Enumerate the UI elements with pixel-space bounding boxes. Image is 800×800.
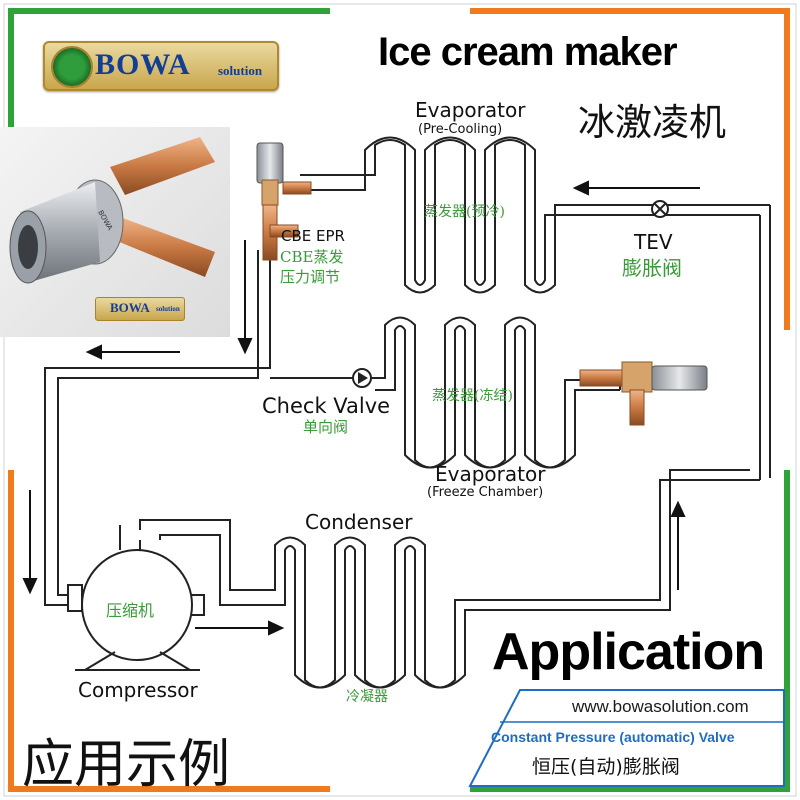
condenser-label: Condenser: [305, 510, 413, 534]
precool-evaporator-coil: [300, 136, 770, 294]
valve-photo-illustration: BOWA: [9, 137, 215, 284]
condenser-coil: [139, 469, 760, 689]
cbe-epr-cn-line2: 压力调节: [280, 268, 341, 286]
logo-word: BOWA: [95, 48, 191, 81]
product-name-en: Constant Pressure (automatic) Valve: [491, 729, 735, 745]
tev-symbol: [651, 200, 669, 218]
decorative-frame: [3, 3, 797, 797]
condenser-cn: 冷凝器: [346, 689, 388, 705]
freeze-evaporator-label: Evaporator: [435, 462, 546, 486]
check-valve-symbol: [352, 368, 372, 388]
cbe-epr-label: CBE EPR: [281, 227, 345, 245]
bowa-logo: BOWA solution: [43, 41, 279, 91]
tev-label: TEV: [634, 230, 673, 254]
photo-badge: BOWA solution: [95, 297, 185, 321]
check-valve-cn: 单向阀: [303, 418, 349, 436]
compressor-drawing: [67, 525, 205, 671]
page-title: Ice cream maker: [378, 30, 678, 74]
freeze-valve-illustration: [579, 361, 708, 426]
logo-badge-icon: [51, 46, 93, 88]
check-valve-label: Check Valve: [262, 394, 391, 418]
freeze-evaporator-sub: (Freeze Chamber): [427, 485, 544, 500]
compressor-cn: 压缩机: [106, 601, 155, 620]
precool-evaporator-cn: 蒸发器(预冷): [424, 204, 505, 220]
product-name-cn: 恒压(自动)膨胀阀: [532, 756, 680, 778]
tev-cn: 膨胀阀: [622, 256, 682, 280]
cbe-epr-valve-illustration: [256, 142, 312, 261]
website-url[interactable]: www.bowasolution.com: [572, 697, 749, 716]
cbe-epr-cn-line1: CBE蒸发: [280, 248, 344, 266]
product-photo: BOWA BOWA solution: [0, 127, 230, 337]
photo-badge-word: BOWA: [110, 300, 150, 315]
compressor-label: Compressor: [78, 678, 198, 702]
application-heading: Application: [492, 623, 765, 681]
application-heading-cn: 应用示例: [22, 735, 231, 795]
precool-evaporator-label: Evaporator: [415, 98, 526, 122]
logo-sub: solution: [218, 63, 263, 78]
product-panel: [468, 689, 785, 787]
photo-badge-sub: solution: [156, 305, 180, 313]
precool-evaporator-sub: (Pre-Cooling): [418, 122, 503, 137]
page-title-cn: 冰激凌机: [578, 101, 726, 144]
freeze-evaporator-cn: 蒸发器(冻结): [432, 388, 513, 404]
freeze-evaporator-coil: [375, 316, 620, 469]
flow-arrows: [22, 180, 700, 636]
